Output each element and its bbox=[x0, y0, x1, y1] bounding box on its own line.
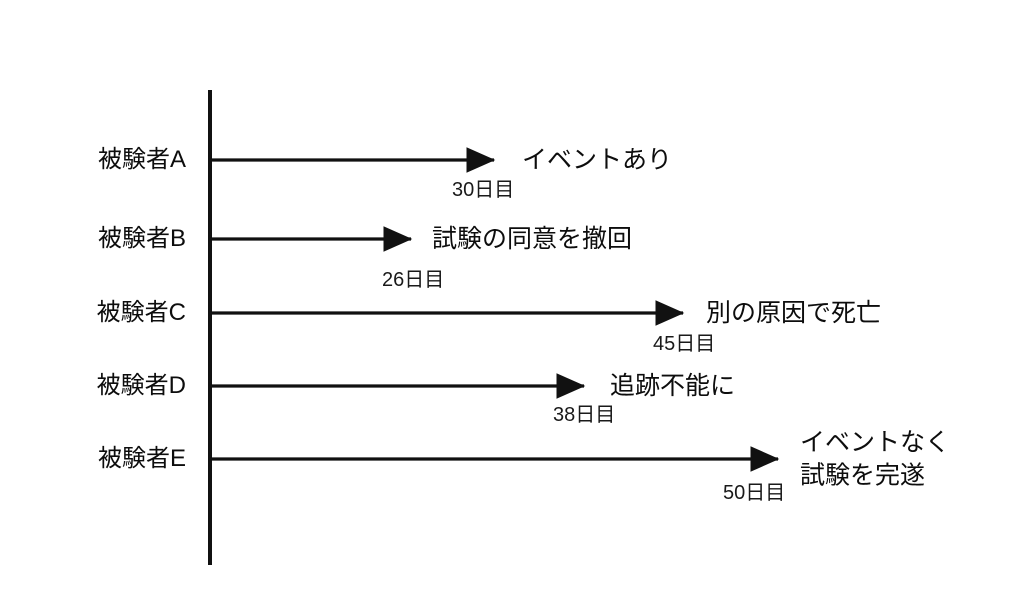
outcome-label-line2-e: 試験を完遂 bbox=[800, 461, 926, 489]
subject-track-group bbox=[210, 147, 780, 472]
outcome-label-line1-c: 別の原因で死亡 bbox=[706, 298, 882, 327]
day-label-a: 30日目 bbox=[452, 179, 515, 201]
outcome-label-line1-a: イベントあり bbox=[522, 145, 673, 174]
subject-label-c: 被験者C bbox=[96, 299, 186, 326]
outcome-label-d: 追跡不能に bbox=[610, 370, 735, 403]
outcome-label-e: イベントなく試験を完遂 bbox=[800, 427, 950, 492]
subject-label-d: 被験者D bbox=[96, 372, 186, 399]
day-label-d: 38日目 bbox=[553, 404, 616, 426]
day-label-e: 50日目 bbox=[723, 482, 786, 504]
outcome-label-a: イベントあり bbox=[522, 144, 672, 177]
outcome-label-c: 別の原因で死亡 bbox=[706, 297, 881, 330]
outcome-label-line1-e: イベントなく bbox=[800, 428, 951, 457]
outcome-label-b: 試験の同意を撤回 bbox=[432, 223, 632, 256]
outcome-label-line1-d: 追跡不能に bbox=[610, 371, 736, 400]
subject-label-a: 被験者A bbox=[97, 146, 186, 173]
subject-label-b: 被験者B bbox=[97, 225, 186, 252]
outcome-label-line1-b: 試験の同意を撤回 bbox=[432, 224, 633, 253]
day-label-c: 45日目 bbox=[653, 333, 716, 355]
subject-label-e: 被験者E bbox=[97, 445, 186, 472]
day-label-b: 26日目 bbox=[382, 269, 445, 291]
